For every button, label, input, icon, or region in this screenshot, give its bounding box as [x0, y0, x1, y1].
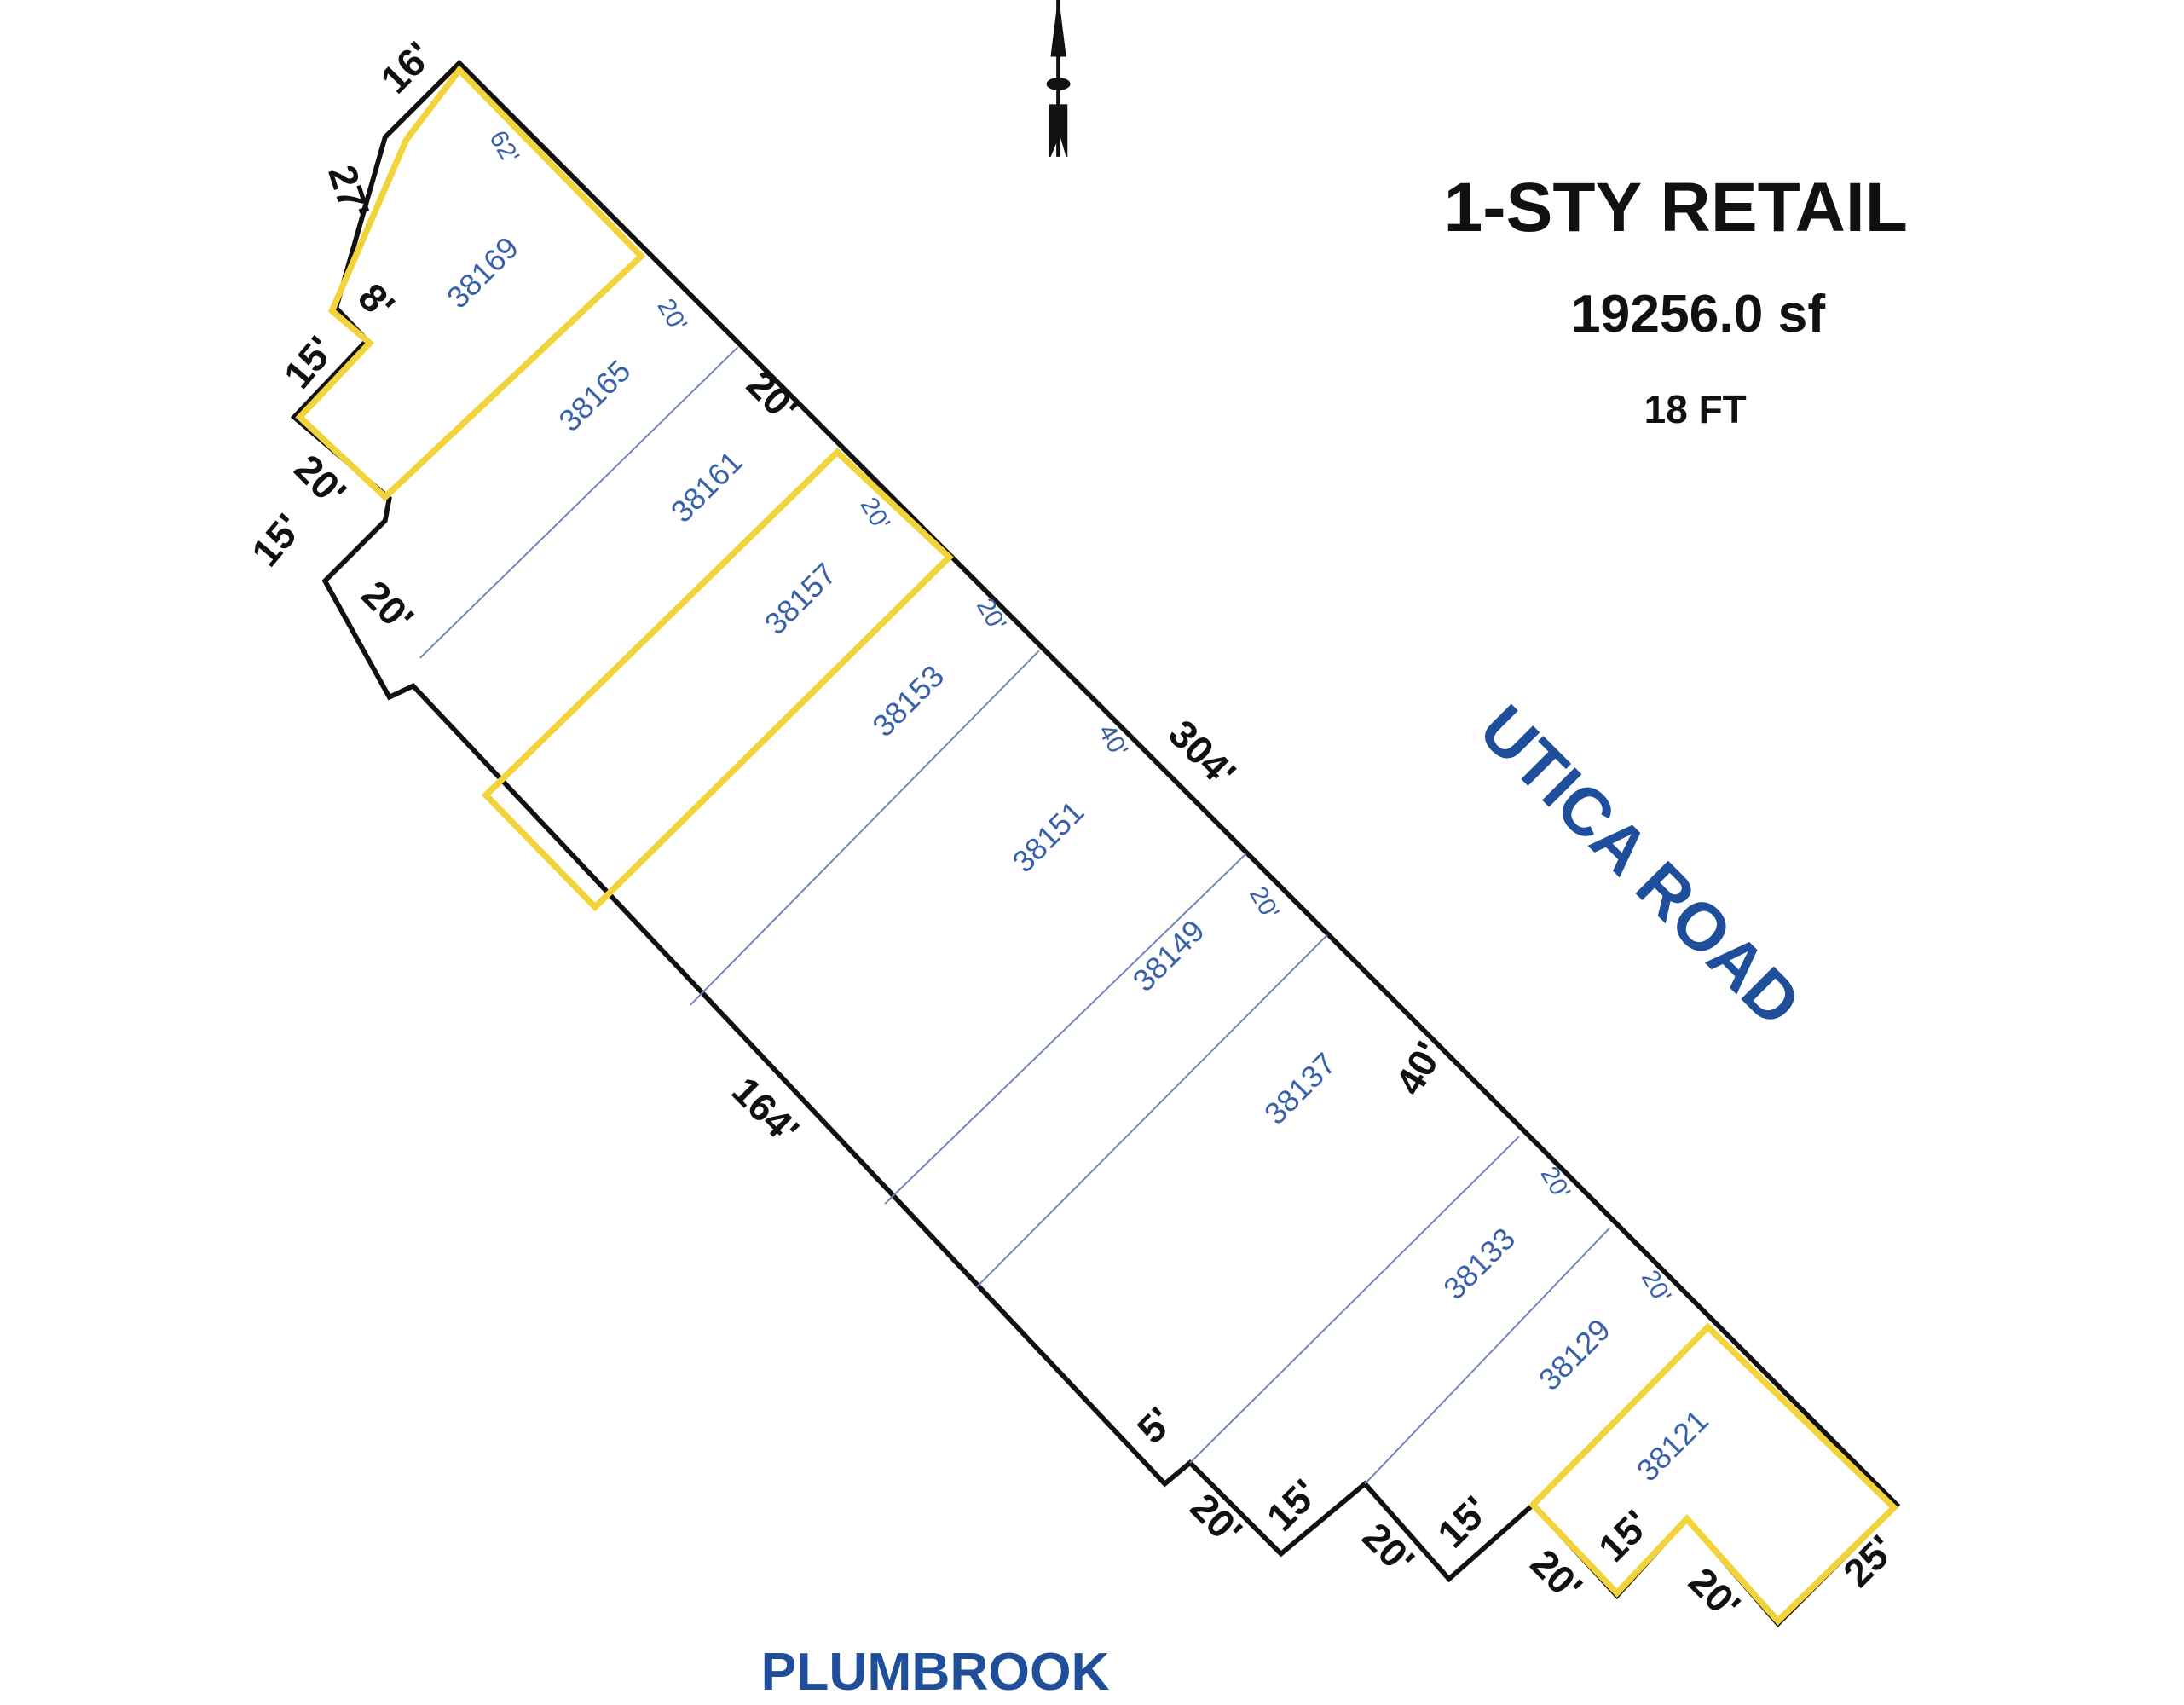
highlighted-units [295, 65, 1899, 1626]
highlight-unit-38121[interactable] [1528, 1322, 1899, 1626]
road-label-plumbrook: PLUMBROOK [761, 1643, 1110, 1702]
dimension-label: 15' [243, 506, 311, 575]
building-area: 19256.0 sf [1571, 285, 1825, 344]
north-arrow-icon [1046, 0, 1071, 158]
building-height: 18 FT [1644, 387, 1747, 431]
building-title: 1-STY RETAIL [1444, 169, 1908, 246]
highlight-unit-38157[interactable] [481, 448, 954, 912]
road-label-utica: UTICA ROAD [1465, 691, 1815, 1040]
highlight-unit-38169[interactable] [295, 65, 646, 501]
unit-dividers [419, 346, 1611, 1485]
